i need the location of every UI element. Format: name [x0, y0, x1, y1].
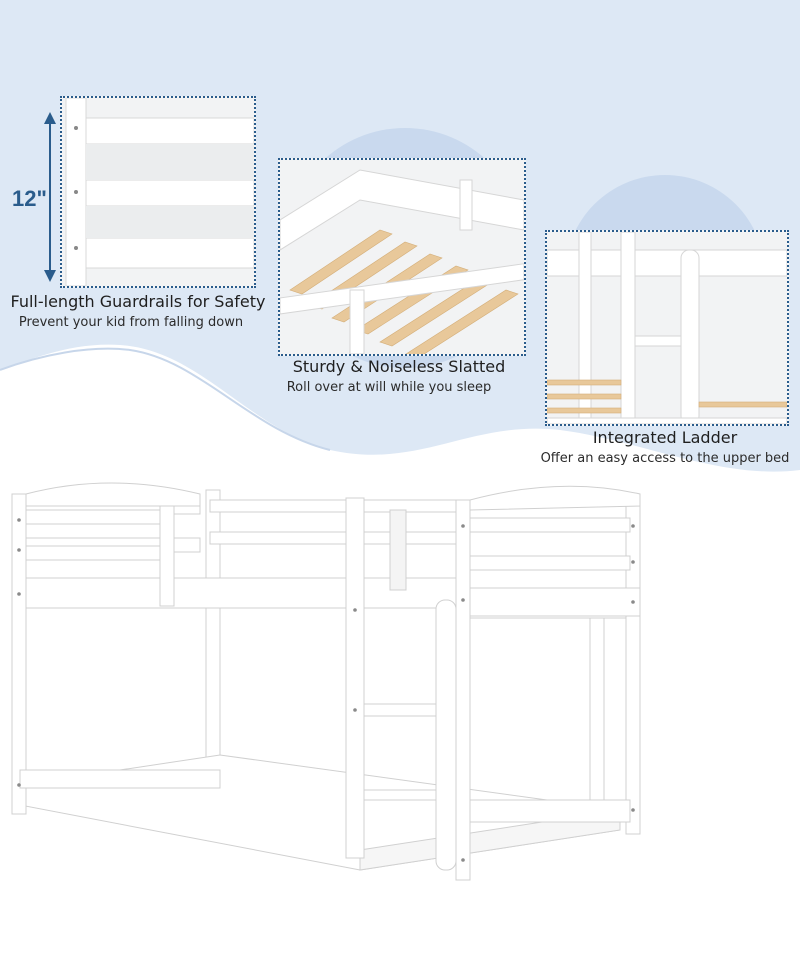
bunk-bed-image	[11, 482, 641, 881]
slats-detail-image	[278, 158, 526, 356]
dimension-label: 12"	[12, 186, 47, 211]
guardrail-detail-image	[60, 96, 256, 288]
feature-title: Integrated Ladder	[592, 428, 738, 447]
feature-title: Sturdy & Noiseless Slatted	[292, 357, 506, 376]
feature-title: Full-length Guardrails for Safety	[10, 292, 266, 311]
feature-subtitle: Prevent your kid from falling down	[18, 315, 244, 330]
feature-subtitle: Roll over at will while you sleep	[286, 380, 492, 395]
dimension-arrow-icon	[44, 112, 56, 282]
ladder-detail-image	[545, 230, 789, 426]
feature-subtitle: Offer an easy access to the upper bed	[540, 451, 790, 466]
